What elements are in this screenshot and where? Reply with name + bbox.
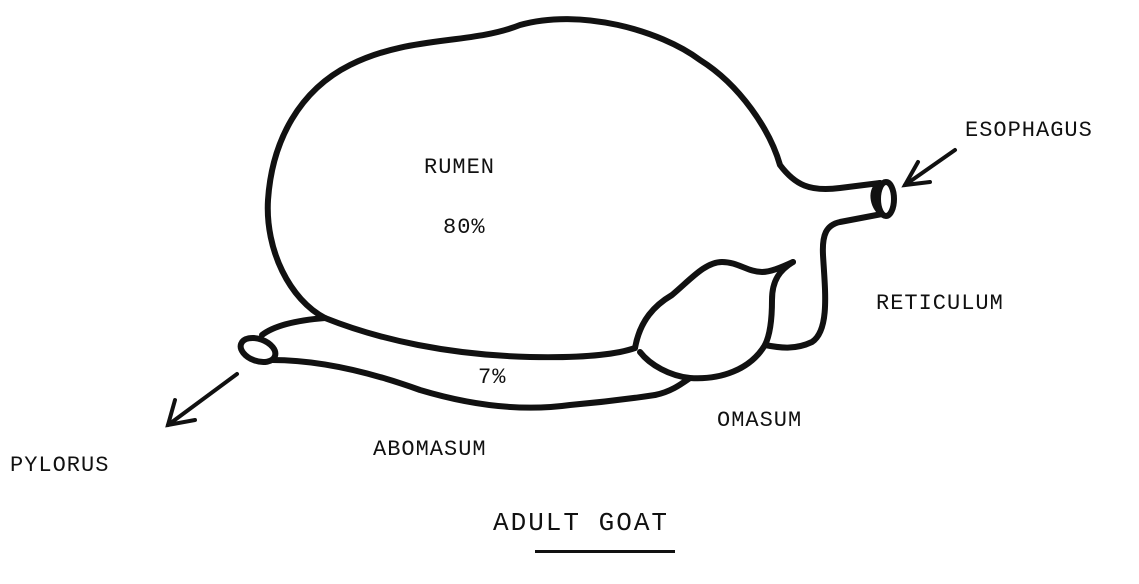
rumen-label: RUMEN (424, 157, 495, 179)
omasum-lower (655, 378, 690, 395)
esophagus-arrow-head (905, 162, 930, 185)
pylorus-arrow-shaft (168, 374, 237, 425)
rumen-percent: 80% (443, 217, 486, 239)
title-underline (535, 550, 675, 553)
abomasum-percent: 7% (478, 367, 506, 389)
diagram-title: ADULT GOAT (493, 510, 669, 536)
esophagus-opening (878, 182, 894, 216)
omasum-label: OMASUM (717, 410, 802, 432)
esophagus-label: ESOPHAGUS (965, 120, 1093, 142)
esophagus-lower-wall (765, 214, 882, 348)
pylorus-label: PYLORUS (10, 455, 109, 477)
abomasum-lower (272, 360, 655, 408)
omasum-outline (640, 345, 765, 378)
rumen-floor (325, 318, 635, 357)
abomasum-upper (262, 318, 325, 335)
reticulum-label: RETICULUM (876, 293, 1004, 315)
esophagus-arrow-shaft (905, 150, 955, 185)
reticulum-divider (765, 262, 793, 345)
rumen-outline (268, 19, 880, 318)
abomasum-label: ABOMASUM (373, 439, 487, 461)
pylorus-opening (237, 334, 278, 367)
